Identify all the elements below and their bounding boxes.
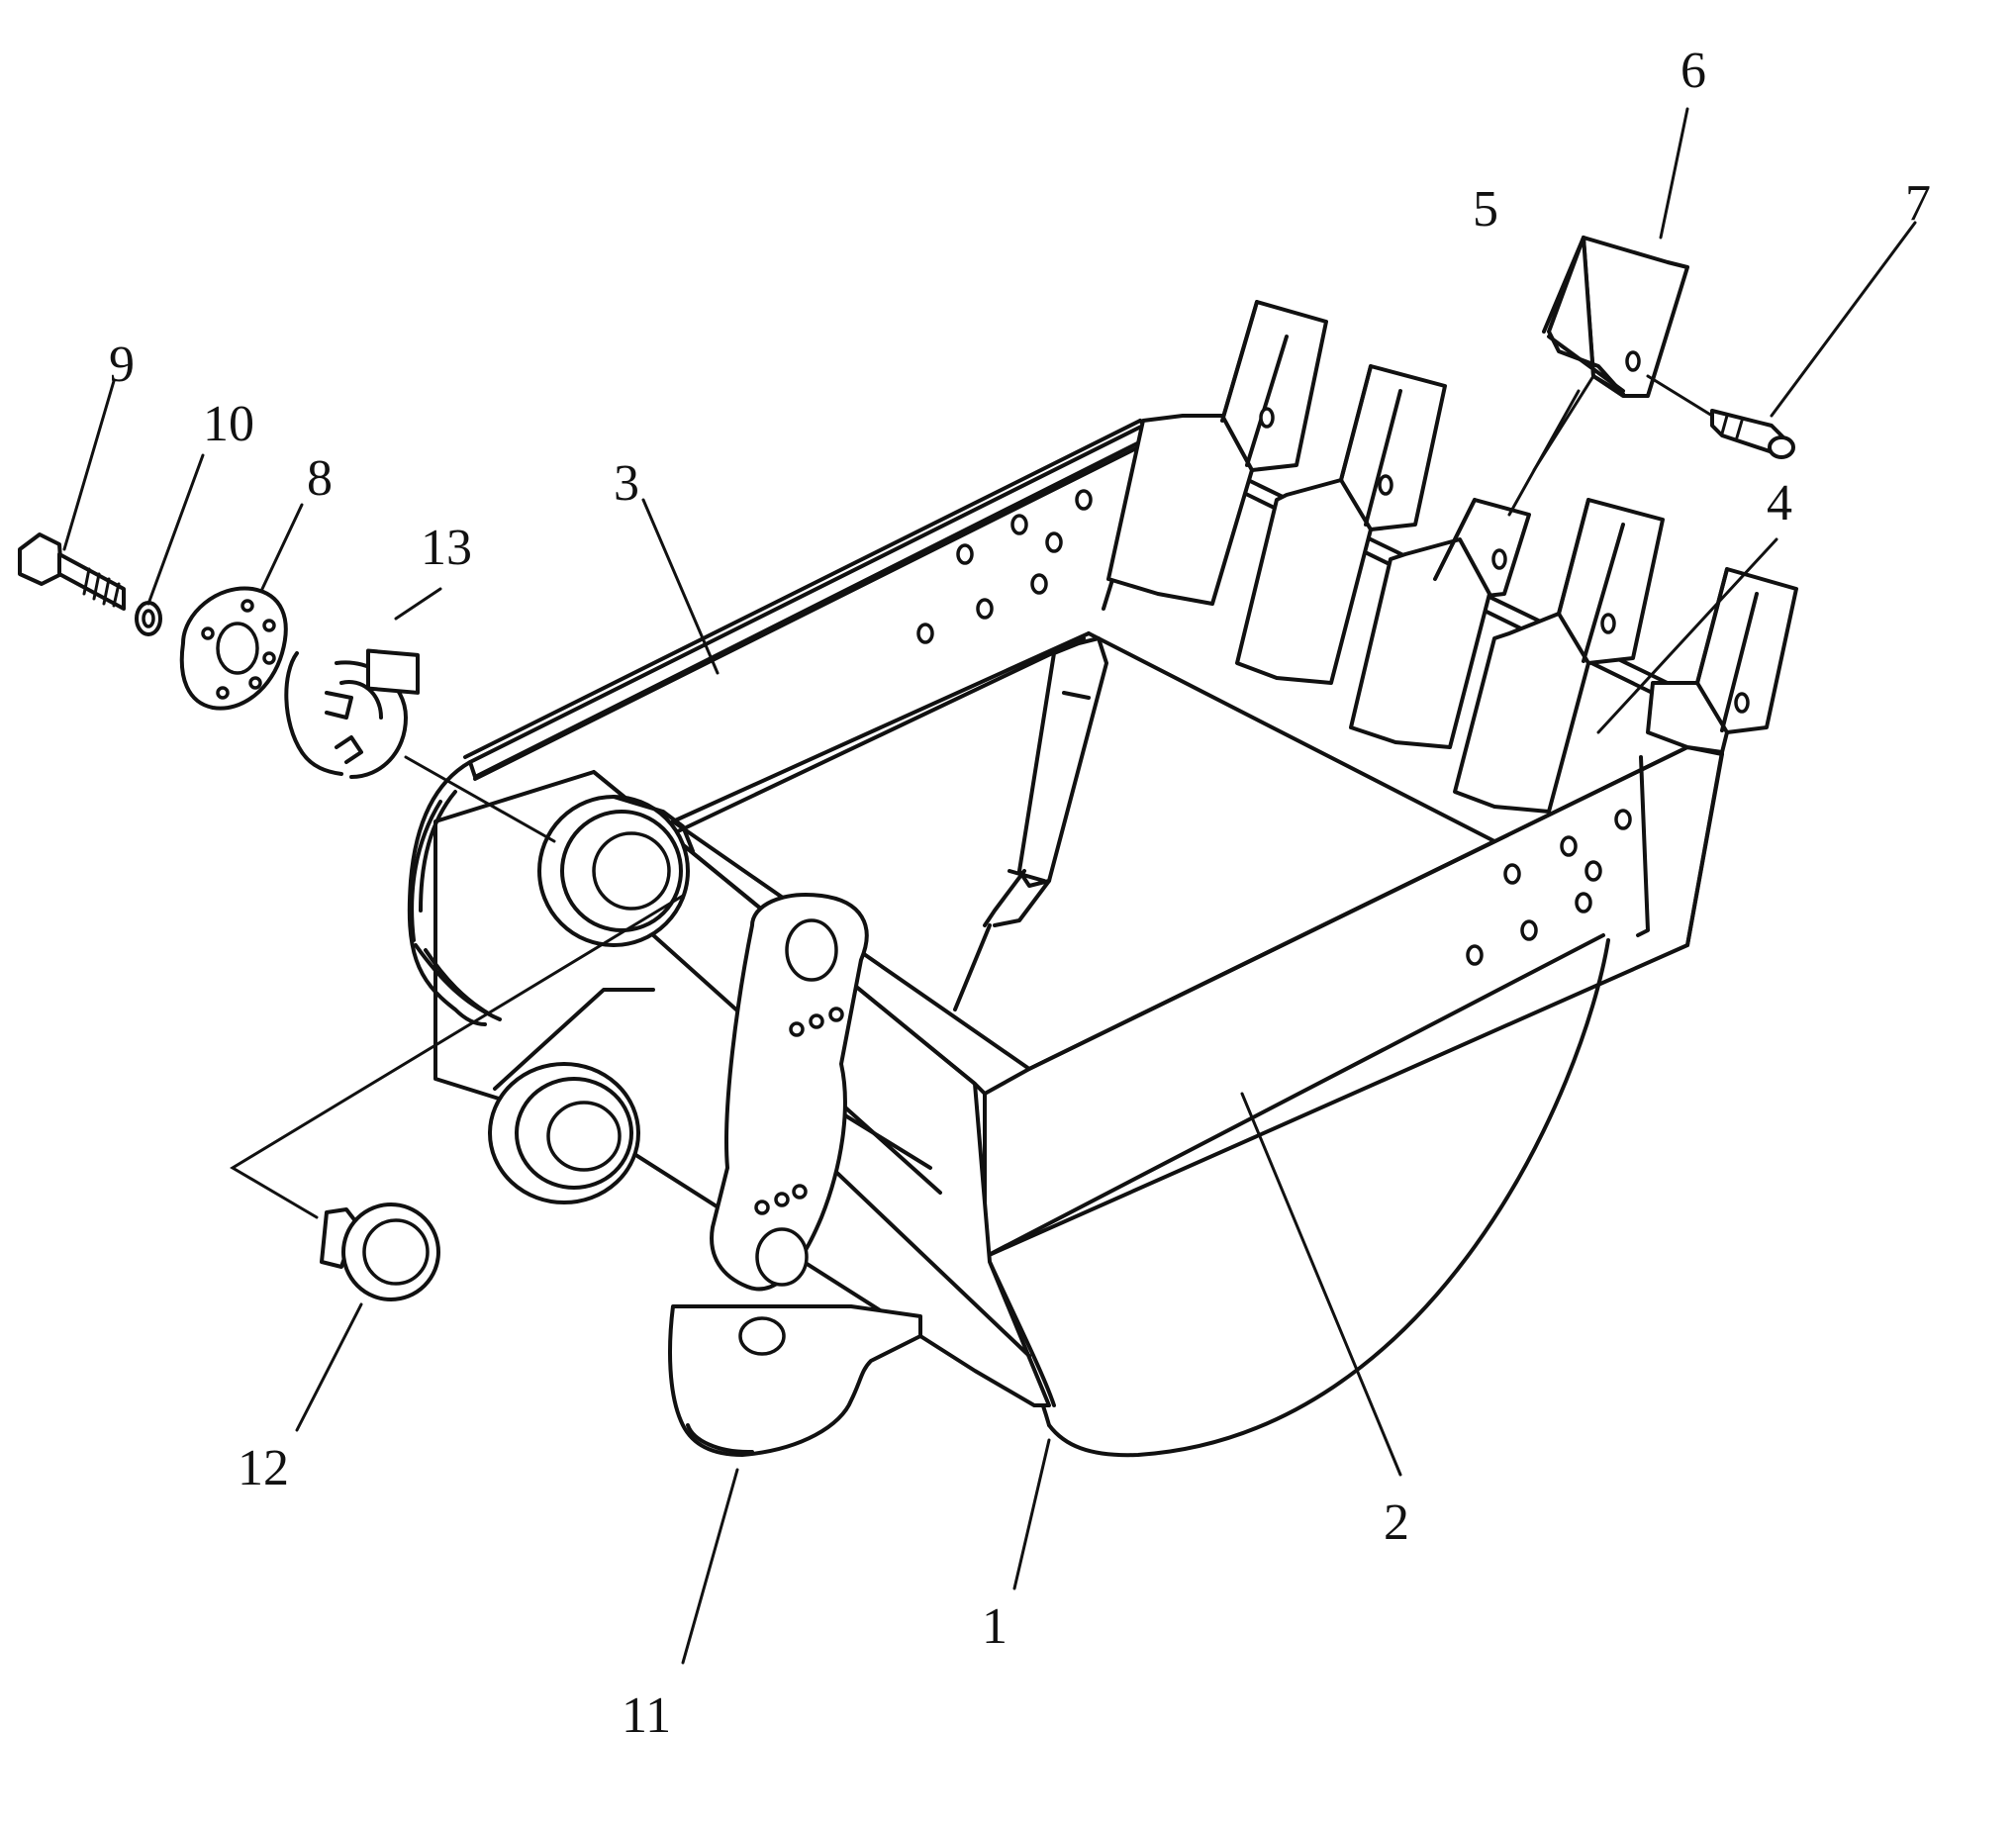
side-plate-right-bolt-holes [1466,809,1632,966]
callout-11: 11 [622,1687,671,1744]
bolt-threads [82,567,121,608]
leader-13 [394,587,442,621]
retaining-pin [1710,409,1795,459]
assembly-line-tooth5 [1532,374,1595,472]
bracket-marking-lower [754,1184,808,1215]
tooth-3 [1349,498,1531,749]
leader-9 [62,379,116,551]
tooth-4 [1453,498,1665,814]
assembly-line-ring-to-boss [404,755,556,843]
callout-10: 10 [203,396,254,452]
leader-7 [1770,221,1917,418]
tooth-1 [1106,300,1328,606]
leader-11 [681,1468,739,1665]
washer [135,601,162,636]
callout-13: 13 [421,520,472,576]
tooth-tip [1542,236,1689,398]
assembly-line-hub-to-tip [1646,374,1714,418]
leader-10 [146,453,205,606]
callout-2: 2 [1384,1494,1409,1551]
callout-3: 3 [614,455,639,512]
side-plate-left-bolt-holes [916,489,1093,644]
leader-2 [1240,1092,1402,1477]
callout-4: 4 [1767,475,1792,531]
callout-12: 12 [238,1440,289,1496]
bolt [18,532,126,611]
leader-12 [295,1302,363,1432]
callout-7: 7 [1905,175,1931,232]
tooth-5 [1646,567,1798,754]
callout-6: 6 [1680,43,1706,99]
bracket-marking-upper [789,1007,844,1037]
bushing [320,1202,440,1301]
flange-hub [179,586,288,711]
pin-boss-lower [488,988,655,1204]
pin-boss-upper [537,795,695,947]
callout-9: 9 [109,337,135,393]
leader-8 [260,503,304,591]
teeth-row [1106,300,1798,814]
side-plate-right [983,745,1724,1259]
leader-4 [1596,537,1778,734]
leader-3 [641,498,720,675]
leader-lines [62,107,1917,1665]
assembly-line-bushing [230,894,685,1219]
tooth-2 [1235,364,1447,685]
callout-5: 5 [1473,181,1498,238]
reinforcement-rod [953,636,1108,1011]
callout-8: 8 [307,450,333,507]
leader-6 [1659,107,1689,240]
callout-numbers: 1 2 3 4 5 6 7 8 9 10 11 12 13 [109,43,1931,1744]
leader-1 [1012,1438,1051,1590]
callout-1: 1 [982,1598,1008,1655]
shim-tag [366,648,420,695]
lower-lug [668,1304,922,1457]
link-bracket [710,893,869,1292]
